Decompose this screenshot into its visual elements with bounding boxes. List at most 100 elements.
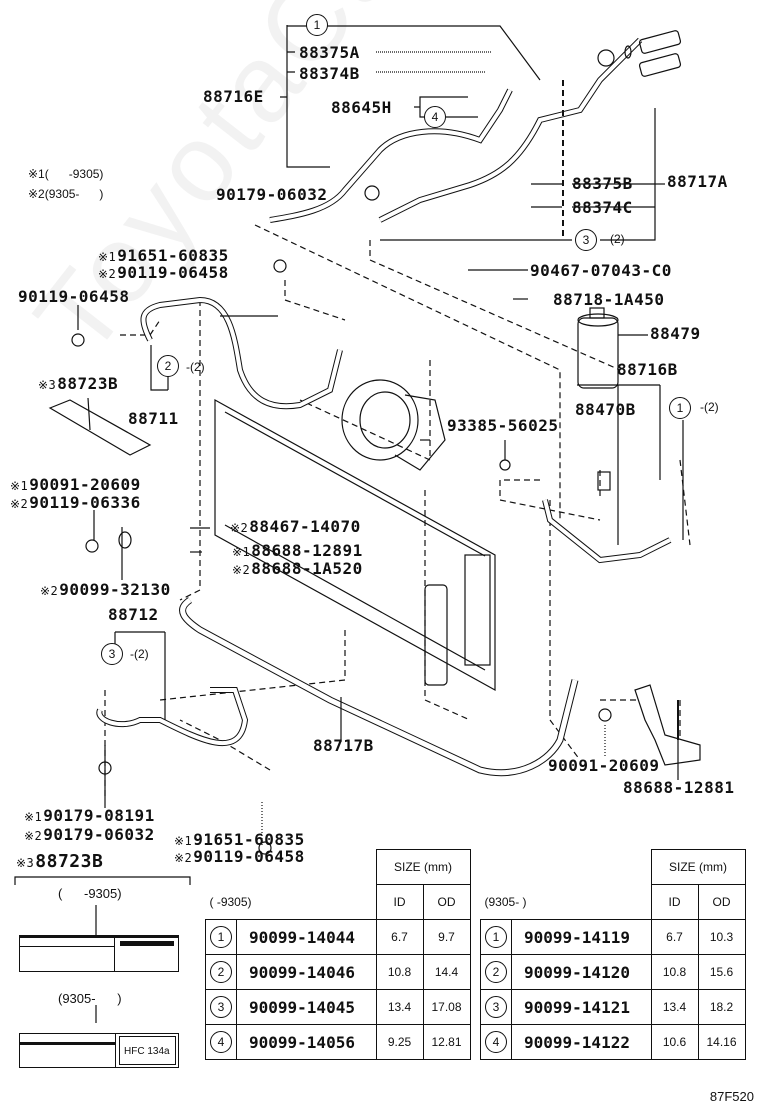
part-label-88723B[interactable]: ※388723B	[38, 376, 118, 392]
part-number: 88723B	[57, 374, 119, 393]
bolt	[85, 539, 99, 553]
part-label-90091-20609-a[interactable]: ※190091-20609	[10, 477, 141, 493]
variant-mark: ※1	[24, 810, 43, 824]
od-cell: 18.2	[697, 989, 746, 1025]
id-cell: 13.4	[375, 989, 424, 1025]
id-cell: 9.25	[375, 1024, 424, 1060]
part-label-91651-60835-a[interactable]: ※191651-60835	[98, 248, 229, 264]
part-label-88470B[interactable]: 88470B	[575, 400, 636, 419]
id-cell: 13.4	[650, 989, 699, 1025]
part-label-90467-07043-C0[interactable]: 90467-07043-C0	[530, 261, 672, 280]
callout-1-top: 1	[306, 14, 328, 36]
callout-2-mid: 2	[157, 355, 179, 377]
drawing-code: 87F520	[709, 1089, 754, 1104]
part-label-88375B[interactable]: 88375B	[572, 174, 633, 193]
period-header: (9305- )	[480, 884, 652, 920]
part-number: 88723B	[35, 851, 104, 872]
part-label-88717A[interactable]: 88717A	[667, 172, 728, 191]
part-label-90179-08191[interactable]: ※190179-08191	[24, 808, 155, 824]
variant-mark: ※2	[10, 497, 29, 511]
leader-line	[280, 51, 295, 98]
part-label-88716E[interactable]: 88716E	[203, 87, 264, 106]
part-label-90119-06458-a[interactable]: ※290119-06458	[98, 265, 229, 281]
part-number: 90179-06032	[43, 825, 155, 844]
table-subheader-row: (9305- ) ID OD	[480, 884, 746, 920]
variant-mark: ※1	[174, 834, 193, 848]
part-label-88688-12891[interactable]: ※188688-12891	[232, 543, 363, 559]
part-label-88712[interactable]: 88712	[108, 605, 159, 624]
part-label-88688-12881[interactable]: 88688-12881	[623, 778, 735, 797]
callout-4: 4	[424, 106, 446, 128]
variant-mark: ※2	[232, 563, 251, 577]
part-label-90099-32130[interactable]: ※290099-32130	[40, 582, 171, 598]
part-number: 90091-20609	[29, 475, 141, 494]
part-number-cell[interactable]: 90099-14045	[236, 989, 377, 1025]
variant-mark: ※1	[98, 250, 117, 264]
nut	[364, 185, 380, 201]
bolt	[71, 333, 85, 347]
callout-1-right-qty: -(2)	[700, 400, 719, 414]
part-label-88711[interactable]: 88711	[128, 409, 179, 428]
part-number-cell[interactable]: 90099-14056	[236, 1024, 377, 1060]
part-label-88717B[interactable]: 88717B	[313, 736, 374, 755]
col-od-header: OD	[697, 884, 746, 920]
ref-circle: 3	[485, 996, 507, 1018]
callout-3-top-qty: -(2)	[606, 232, 625, 246]
id-cell: 6.7	[650, 919, 699, 955]
insulator-pad	[48, 399, 152, 456]
part-label-88467-14070[interactable]: ※288467-14070	[230, 519, 361, 535]
bolt	[598, 708, 612, 722]
part-label-90119-06336[interactable]: ※290119-06336	[10, 495, 141, 511]
variant-mark: ※2	[174, 851, 193, 865]
part-number-cell[interactable]: 90099-14044	[236, 919, 377, 955]
part-label-90179-06032-b[interactable]: ※290179-06032	[24, 827, 155, 843]
part-label-88716B[interactable]: 88716B	[617, 360, 678, 379]
part-label-88374B[interactable]: 88374B	[299, 64, 360, 83]
part-label-90119-06458-c[interactable]: ※290119-06458	[174, 849, 305, 865]
callout-3-bottom: 3	[101, 643, 123, 665]
part-label-88479[interactable]: 88479	[650, 324, 701, 343]
note-period-2: ※2(9305- )	[28, 187, 104, 201]
part-label-88688-1A520[interactable]: ※288688-1A520	[232, 561, 363, 577]
part-number-cell[interactable]: 90099-14046	[236, 954, 377, 990]
col-id-header: ID	[375, 884, 424, 920]
label-variant-old: ( -9305)	[58, 886, 122, 901]
part-label-91651-60835-b[interactable]: ※191651-60835	[174, 832, 305, 848]
part-label-90119-06458-b[interactable]: 90119-06458	[18, 287, 130, 306]
part-label-93385-56025[interactable]: 93385-56025	[447, 416, 559, 435]
part-number-cell[interactable]: 90099-14119	[511, 919, 652, 955]
part-number: 88467-14070	[249, 517, 361, 536]
part-label-88374C[interactable]: 88374C	[572, 198, 633, 217]
col-od-header: OD	[422, 884, 471, 920]
refrigerant-text: HFC 134a	[124, 1046, 170, 1057]
part-number-cell[interactable]: 90099-14120	[511, 954, 652, 990]
table-row: 3 90099-14121 13.4 18.2	[480, 989, 746, 1025]
part-number-cell[interactable]: 90099-14121	[511, 989, 652, 1025]
part-label-90091-20609-b[interactable]: 90091-20609	[548, 756, 660, 775]
table-header-row: SIZE (mm)	[481, 849, 746, 885]
plug	[597, 471, 611, 491]
receiver-drier	[424, 584, 448, 686]
compressor	[341, 379, 419, 461]
condenser	[214, 398, 496, 692]
od-cell: 10.3	[697, 919, 746, 955]
warning-label-new: HFC 134a	[19, 1033, 179, 1068]
leader-line	[380, 108, 656, 241]
oring-size-table-post-9305: SIZE (mm) (9305- ) ID OD 1 90099-14119 6…	[480, 849, 746, 1060]
part-label-88645H[interactable]: 88645H	[331, 98, 392, 117]
variant-mark: ※1	[232, 545, 251, 559]
part-label-90179-06032[interactable]: 90179-06032	[216, 185, 328, 204]
part-number-cell[interactable]: 90099-14122	[511, 1024, 652, 1060]
leader-line	[287, 25, 541, 81]
table-row: 4 90099-14122 10.6 14.16	[480, 1024, 746, 1060]
part-label-88375A[interactable]: 88375A	[299, 43, 360, 62]
od-cell: 12.81	[422, 1024, 471, 1060]
od-cell: 9.7	[422, 919, 471, 955]
bushing	[118, 531, 132, 549]
table-row: 1 90099-14119 6.7 10.3	[480, 919, 746, 955]
label-variant-new: (9305- )	[58, 991, 122, 1006]
od-cell: 14.16	[697, 1024, 746, 1060]
id-cell: 6.7	[375, 919, 424, 955]
part-label-88718-1A450[interactable]: 88718-1A450	[553, 290, 665, 309]
